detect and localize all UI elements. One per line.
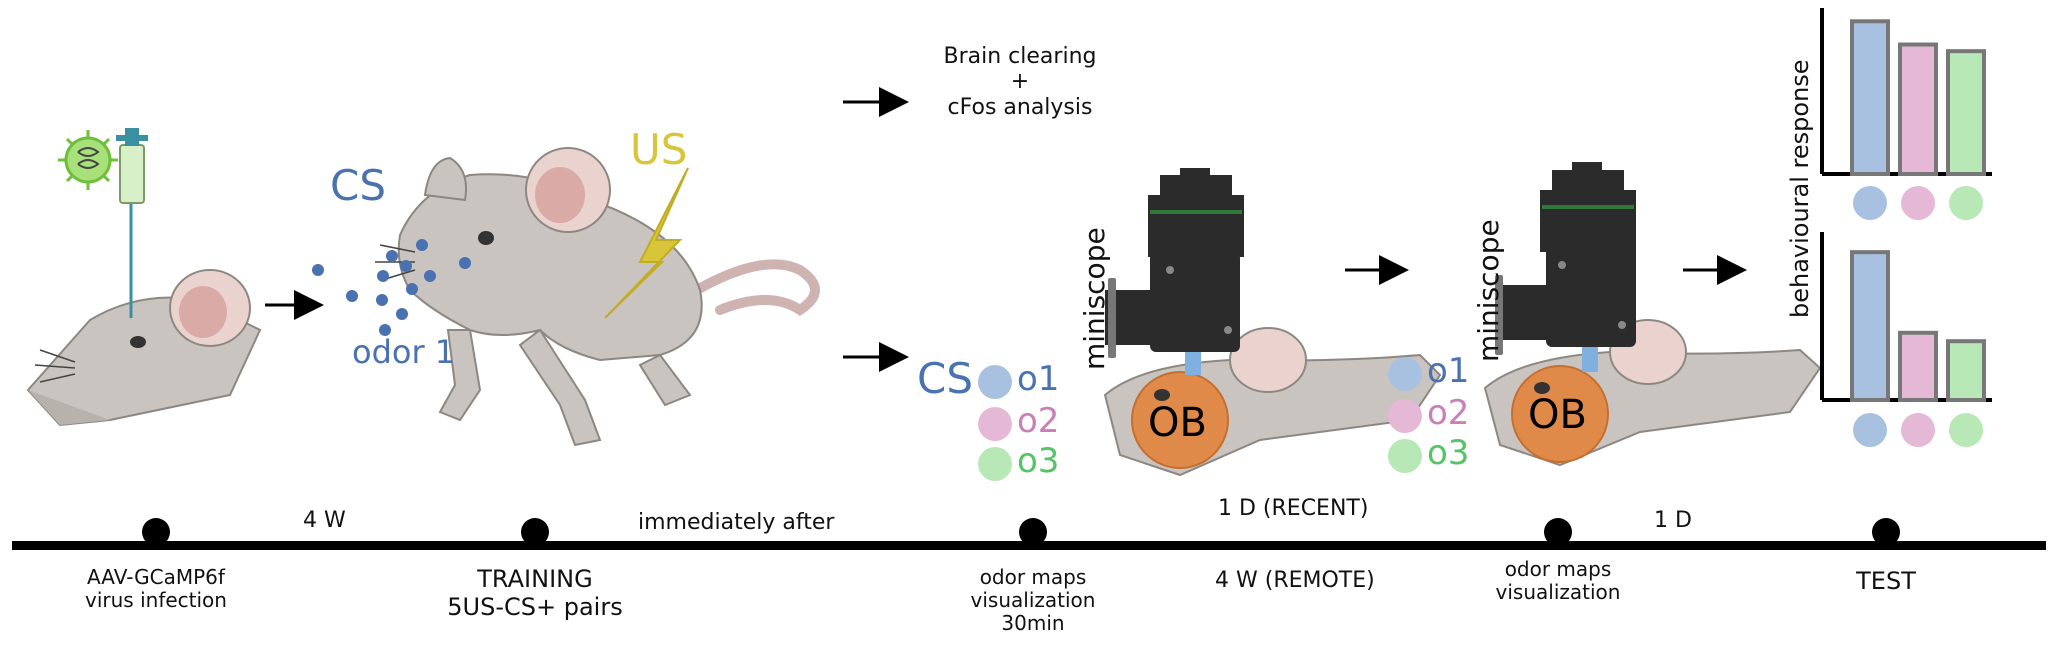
miniscope-label-rig2: miniscope [1472, 219, 1505, 362]
timeline-marker-odor-maps-2 [1544, 518, 1572, 546]
o2-label-rig2: o2 [1427, 393, 1470, 433]
odor-dots-set-1 [978, 365, 1012, 481]
chart-2-bar-o1 [1850, 250, 1890, 402]
timeline-marker-infection [142, 518, 170, 546]
miniscope-rig-1 [1103, 168, 1442, 477]
o3-label-rig2: o3 [1427, 433, 1470, 473]
odor-dots-set-2 [1388, 357, 1422, 473]
chart-2-bar-o2 [1898, 330, 1938, 402]
chart-2-category-dot-o1 [1853, 413, 1887, 447]
chart-1-bar-o3 [1946, 49, 1986, 176]
timeline-marker-odor-maps-1 [1019, 518, 1047, 546]
timeline-marker-training [521, 518, 549, 546]
chart-1-category-dot-o3 [1949, 186, 1983, 220]
timeline-markers [142, 518, 1900, 546]
timeline-bar [12, 541, 2046, 550]
miniscope-label-rig1: miniscope [1078, 227, 1111, 370]
behaviour-chart-top [1820, 8, 1992, 220]
chart-2-bar-o3 [1946, 339, 1986, 403]
chart-1-bar-o2 [1898, 42, 1938, 176]
injected-mouse-illustration [26, 128, 262, 427]
event-label-training: TRAINING 5US-CS+ pairs [447, 565, 623, 621]
chart-1-bar-o1 [1850, 19, 1890, 177]
chart-ylabel: behavioural response [1786, 59, 1814, 318]
event-label-test: TEST [1856, 567, 1916, 595]
chart-1-category-dot-o2 [1901, 186, 1935, 220]
chart-2-category-dot-o3 [1949, 413, 1983, 447]
o1-label-rig1: o1 [1017, 359, 1060, 399]
o1-label-rig2: o1 [1427, 351, 1470, 391]
chart-2-category-dot-o2 [1901, 413, 1935, 447]
interval-label-1: 4 W [303, 508, 346, 533]
chart-1-category-dot-o1 [1853, 186, 1887, 220]
event-label-odor-maps-1: odor maps visualization 30min [970, 565, 1096, 635]
odor1-label: odor 1 [352, 333, 456, 371]
event-label-odor-maps-2: odor maps visualization [1495, 557, 1621, 604]
cs-label-rig1: CS [917, 354, 973, 403]
brain-clearing-label: Brain clearing + cFos analysis [943, 44, 1097, 120]
miniscope-rig-2 [1483, 162, 1822, 467]
interval-label-2: immediately after [638, 510, 835, 535]
us-label: US [630, 125, 688, 174]
cs-label: CS [330, 161, 386, 210]
event-label-infection: AAV-GCaMP6f virus infection [85, 565, 227, 612]
training-mouse-illustration [375, 147, 820, 447]
ob-label-rig1: OB [1148, 400, 1207, 446]
o3-label-rig1: o3 [1017, 441, 1060, 481]
o2-label-rig1: o2 [1017, 401, 1060, 441]
timeline-marker-test [1872, 518, 1900, 546]
interval-label-5: 1 D [1654, 508, 1692, 533]
ob-label-rig2: OB [1528, 392, 1587, 438]
odor1-particles [312, 239, 471, 336]
behaviour-chart-bottom [1820, 232, 1992, 447]
interval-label-3: 1 D (RECENT) [1218, 496, 1369, 521]
interval-label-4: 4 W (REMOTE) [1215, 568, 1375, 593]
